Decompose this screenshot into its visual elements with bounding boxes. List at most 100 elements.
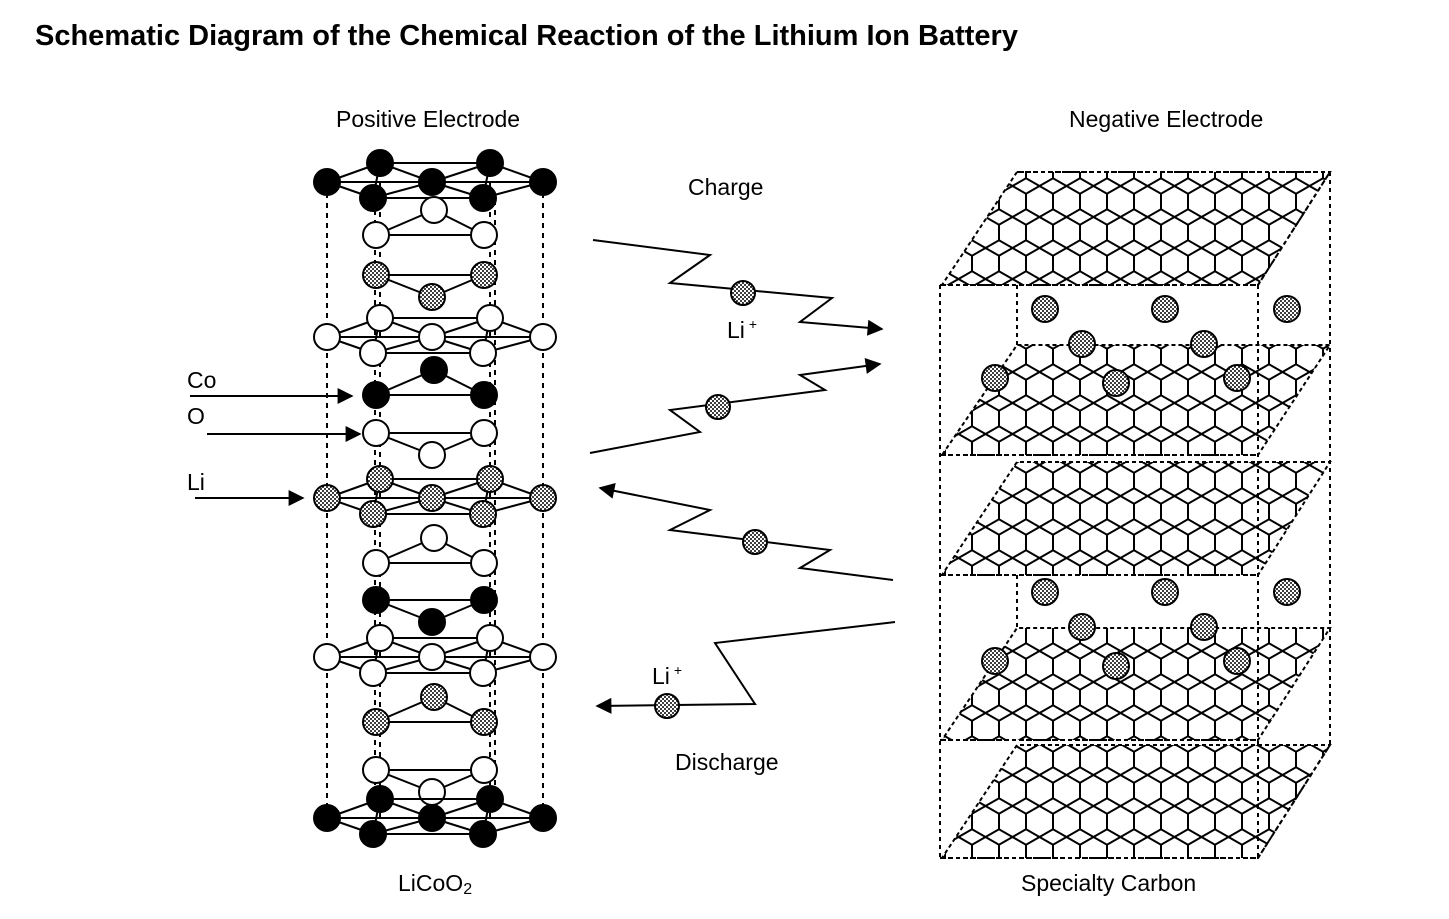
li-ion-moving-3 <box>742 529 768 555</box>
co-layer-atom <box>470 586 498 614</box>
co-plane-atom <box>418 804 446 832</box>
li-ion-label-charge: Li+ <box>727 316 758 344</box>
o-layer-atom <box>362 419 390 447</box>
o-layer-atom <box>470 549 498 577</box>
o-plane-atom <box>529 643 557 671</box>
li-plane-atom <box>366 465 394 493</box>
co-plane-atom <box>313 804 341 832</box>
co-plane-atom <box>366 149 394 177</box>
positive-electrode-layers <box>313 149 557 848</box>
o-plane-atom <box>469 659 497 687</box>
li-layer-atom <box>362 261 390 289</box>
co-plane-atom <box>529 168 557 196</box>
li-layer-atom <box>420 683 448 711</box>
li-atom <box>1273 578 1301 606</box>
co-legend-label: Co <box>187 367 217 393</box>
co-plane-atom <box>469 184 497 212</box>
co-plane-atom <box>476 785 504 813</box>
li-atom <box>981 647 1009 675</box>
li-atom <box>1151 295 1179 323</box>
co-layer-atom <box>470 381 498 409</box>
li-ion-moving-2 <box>705 394 731 420</box>
co-plane-atom <box>313 168 341 196</box>
o-plane-atom <box>476 624 504 652</box>
li-ion-moving-4 <box>654 693 680 719</box>
li-ion-discharge-sign: + <box>673 662 683 678</box>
li-atom <box>1223 647 1251 675</box>
o-plane-atom <box>366 304 394 332</box>
o-plane-atom <box>313 643 341 671</box>
li-ion-symbol: Li <box>652 663 670 689</box>
charge-path-lower <box>589 358 882 454</box>
o-plane-atom <box>418 323 446 351</box>
li-plane-atom <box>476 465 504 493</box>
o-layer-atom <box>470 221 498 249</box>
o-legend-label: O <box>187 403 205 429</box>
li-plane-atom <box>418 484 446 512</box>
li-atom <box>1068 613 1096 641</box>
co-plane-atom <box>359 184 387 212</box>
li-ion-label-discharge: Li+ <box>652 662 683 690</box>
o-layer-atom <box>470 419 498 447</box>
li-atom <box>981 364 1009 392</box>
li-plane-atom <box>529 484 557 512</box>
li-legend-label: Li <box>187 469 205 495</box>
li-plane-atom <box>359 500 387 528</box>
o-layer-atom <box>418 778 446 806</box>
o-plane-atom <box>476 304 504 332</box>
co-plane-atom <box>418 168 446 196</box>
o-plane-atom <box>418 643 446 671</box>
co-plane-atom <box>366 785 394 813</box>
li-atom <box>1223 364 1251 392</box>
graphite-sheet <box>940 344 1332 456</box>
licoo2-subscript: 2 <box>463 881 473 898</box>
graphite-sheet <box>940 627 1332 741</box>
li-layer-atom <box>470 708 498 736</box>
diagram-title: Schematic Diagram of the Chemical Reacti… <box>35 20 1018 52</box>
o-plane-atom <box>359 339 387 367</box>
co-layer-atom <box>362 381 390 409</box>
co-plane-atom <box>476 149 504 177</box>
li-ion-moving-1 <box>730 280 756 306</box>
charge-label: Charge <box>688 174 764 200</box>
licoo2-formula: LiCoO <box>398 870 464 896</box>
licoo2-label: LiCoO2 <box>398 870 473 898</box>
o-plane-atom <box>366 624 394 652</box>
li-layer-atom <box>470 261 498 289</box>
o-layer-atom <box>420 196 448 224</box>
specialty-carbon-label: Specialty Carbon <box>1021 870 1197 896</box>
legend-pointers <box>190 388 362 506</box>
li-layer-atom <box>362 708 390 736</box>
discharge-label: Discharge <box>675 749 779 775</box>
li-plane-atom <box>469 500 497 528</box>
li-atom <box>1031 578 1059 606</box>
discharge-path-lower <box>595 621 896 714</box>
o-layer-atom <box>470 756 498 784</box>
li-layer-atom <box>418 283 446 311</box>
graphite-sheet <box>940 171 1332 286</box>
intercalated-li-atoms <box>981 295 1301 680</box>
li-atom <box>1190 613 1218 641</box>
o-layer-atom <box>362 549 390 577</box>
graphite-sheet <box>940 461 1332 576</box>
li-plane-atom <box>313 484 341 512</box>
li-atom <box>1190 330 1218 358</box>
li-atom <box>1151 578 1179 606</box>
negative-electrode-label: Negative Electrode <box>1069 106 1264 132</box>
co-layer-atom <box>418 608 446 636</box>
o-layer-atom <box>362 756 390 784</box>
li-atom <box>1273 295 1301 323</box>
co-plane-atom <box>469 820 497 848</box>
co-plane-atom <box>529 804 557 832</box>
graphite-sheet <box>940 744 1332 859</box>
o-layer-atom <box>362 221 390 249</box>
li-ion-symbol: Li <box>727 317 745 343</box>
li-atom <box>1102 652 1130 680</box>
li-ion-charge-sign: + <box>748 316 758 332</box>
o-plane-atom <box>359 659 387 687</box>
li-atom <box>1068 330 1096 358</box>
negative-electrode-structure <box>939 171 1332 859</box>
li-atom <box>1031 295 1059 323</box>
li-atom <box>1102 369 1130 397</box>
